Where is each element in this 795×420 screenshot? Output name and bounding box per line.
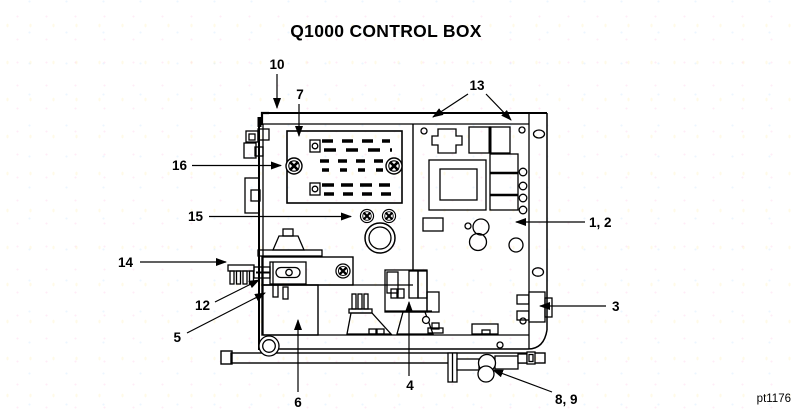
hinge-top bbox=[243, 128, 270, 159]
callout-labels: 10 7 13 16 15 1, 2 14 12 5 3 6 4 8, 9 bbox=[118, 57, 620, 410]
phillips-screw-icon bbox=[381, 208, 397, 224]
small-hole bbox=[496, 341, 504, 349]
phillips-screw-icon bbox=[359, 208, 375, 224]
leader-12 bbox=[214, 279, 260, 303]
lid-edge bbox=[257, 111, 547, 127]
bottom-fitting bbox=[447, 351, 536, 383]
terminal-panel bbox=[284, 130, 404, 204]
diagram-title: Q1000 CONTROL BOX bbox=[290, 21, 482, 41]
callout-14: 14 bbox=[118, 255, 134, 270]
phillips-screw-icon bbox=[284, 156, 304, 176]
callout-8-9: 8, 9 bbox=[555, 392, 578, 407]
phillips-screw-icon bbox=[384, 156, 404, 176]
floor-fittings bbox=[427, 317, 527, 335]
mounting-rail bbox=[220, 350, 546, 365]
callout-3: 3 bbox=[612, 299, 620, 314]
transformer-right bbox=[384, 269, 440, 335]
leader-13b bbox=[485, 93, 512, 121]
flange-hole bbox=[531, 267, 545, 277]
lower-compartment bbox=[261, 284, 319, 336]
callout-15: 15 bbox=[188, 209, 204, 224]
callout-6: 6 bbox=[294, 395, 302, 410]
callout-13: 13 bbox=[469, 78, 485, 93]
callout-1-2: 1, 2 bbox=[589, 215, 612, 230]
transformer-left bbox=[346, 293, 393, 335]
callout-10: 10 bbox=[269, 57, 284, 72]
leader-13a bbox=[432, 93, 469, 118]
callout-4: 4 bbox=[406, 378, 414, 393]
rail-grommet bbox=[262, 339, 276, 353]
figure-code: pt1176 bbox=[757, 393, 791, 405]
hinge-bottom bbox=[244, 177, 261, 214]
connector-block bbox=[431, 128, 463, 154]
phillips-screw-icon bbox=[334, 262, 352, 280]
leader-5 bbox=[186, 292, 266, 334]
callout-7: 7 bbox=[296, 87, 304, 102]
control-box-drawing bbox=[220, 111, 553, 383]
leader-8-9 bbox=[492, 369, 553, 393]
bracket-assembly bbox=[227, 228, 354, 300]
terminal-dashes bbox=[320, 139, 392, 196]
round-knockout bbox=[364, 222, 396, 254]
callout-5: 5 bbox=[173, 330, 181, 345]
callout-16: 16 bbox=[172, 158, 188, 173]
fin-comb bbox=[227, 264, 255, 285]
callout-12: 12 bbox=[195, 298, 210, 313]
flange-hole bbox=[532, 129, 546, 139]
callout-leaders bbox=[140, 74, 606, 393]
circuit-panel bbox=[420, 126, 528, 253]
